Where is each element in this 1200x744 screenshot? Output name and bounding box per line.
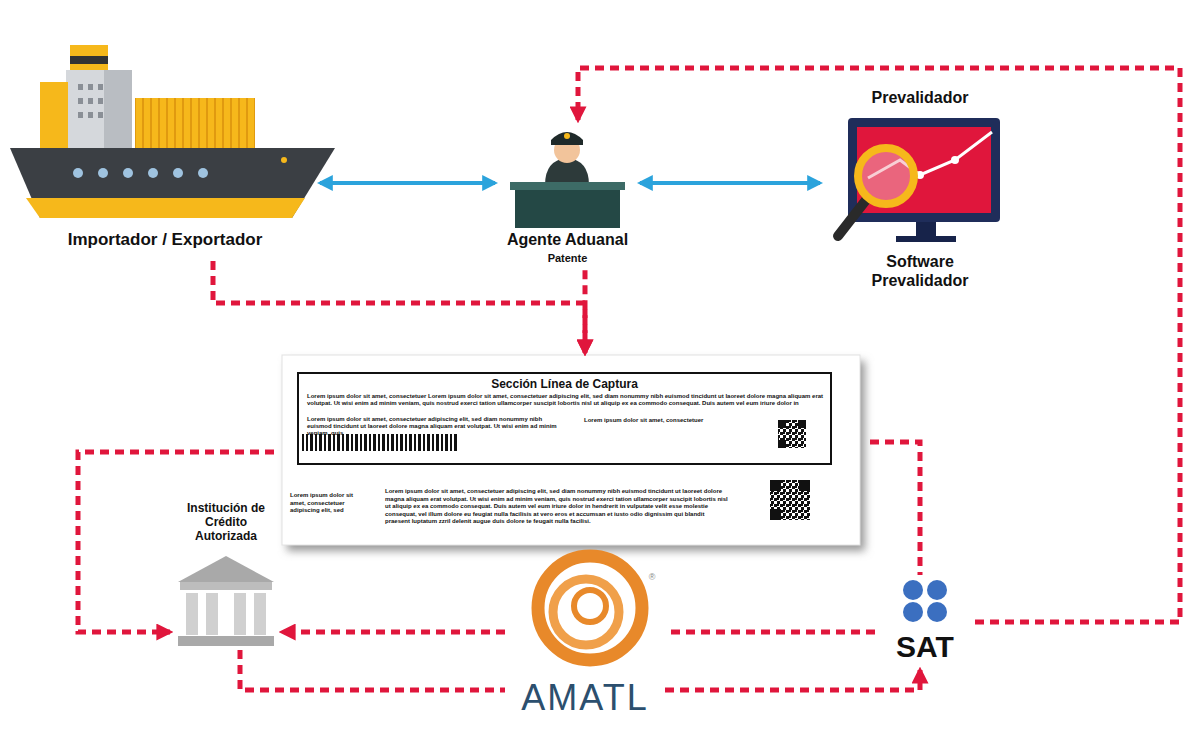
node-label: Institución de Crédito Autorizada: [180, 502, 272, 543]
exchange-arrow: [640, 181, 820, 185]
node-text: Patente: [495, 252, 640, 265]
text-slot: Prevalidador: [820, 88, 1020, 107]
text-slot: Lorem ipsum dolor sit amet, consectetuer…: [385, 488, 730, 526]
text-slot: ®: [645, 572, 659, 583]
node-text: Lorem ipsum dolor sit amet, consectetuer…: [385, 488, 730, 526]
amatl-logo: [538, 556, 642, 660]
ship-illustration: [10, 45, 335, 218]
text-slot: Patente: [495, 252, 640, 265]
capture-line-box: Sección Línea de CapturaLorem ipsum dolo…: [297, 372, 832, 465]
text-slot: Importador / Exportador: [10, 230, 320, 250]
node-label: Importador / Exportador: [10, 230, 320, 250]
actor-node: Importador / Exportador: [10, 40, 320, 255]
text-slot: Lorem ipsum dolor sit amet, consectetuer…: [307, 393, 825, 407]
text-slot: Institución de Crédito Autorizada: [180, 502, 272, 543]
text-slot: Agente Aduanal: [495, 230, 640, 249]
actor-node: Institución de Crédito Autorizada: [170, 498, 282, 648]
monitor-icon: [838, 118, 1000, 242]
node-label: Sección Línea de Captura: [299, 377, 830, 391]
node-text: Software Prevalidador: [860, 252, 980, 290]
sat-logo: [903, 580, 947, 622]
node-text: Lorem ipsum dolor sit amet, consectetuer: [584, 417, 744, 424]
text-slot: Lorem ipsum dolor sit amet, consectetuer…: [290, 492, 360, 515]
node-label: Agente Aduanal: [495, 230, 640, 249]
actor-node: SAT: [875, 575, 975, 668]
node-label: Prevalidador: [820, 88, 1020, 107]
document-paper: [282, 355, 865, 551]
dashed-flow-connector: [665, 670, 920, 690]
actor-node: PrevalidadorSoftware Prevalidador: [820, 86, 1020, 296]
node-label: SAT: [875, 629, 975, 665]
dashed-flow-connector: [78, 452, 274, 632]
node-label: AMATL: [505, 676, 665, 719]
document-node: Lorem ipsum dolor sit amet, consectetuer…: [282, 355, 860, 545]
dashed-flow-connector: [583, 270, 588, 353]
exchange-arrow: [320, 181, 495, 185]
bank-icon: [178, 556, 274, 646]
dashed-flow-connector: [870, 442, 920, 575]
node-text: Lorem ipsum dolor sit amet, consectetuer…: [307, 416, 562, 438]
text-slot: SAT: [875, 629, 975, 665]
text-slot: AMATL: [505, 676, 665, 719]
dashed-flow-connector: [282, 630, 505, 635]
text-slot: Sección Línea de Captura: [299, 377, 830, 391]
text-slot: Lorem ipsum dolor sit amet, consectetuer: [584, 417, 744, 424]
node-text: Lorem ipsum dolor sit amet, consectetuer…: [307, 393, 825, 407]
text-slot: Lorem ipsum dolor sit amet, consectetuer…: [307, 416, 562, 438]
actor-node: AMATL ®: [505, 540, 665, 722]
text-slot: Software Prevalidador: [860, 252, 980, 290]
dashed-flow-connector: [665, 630, 875, 635]
dashed-flow-connector: [578, 68, 1180, 622]
dashed-flow-connector: [240, 650, 505, 690]
node-label: Lorem ipsum dolor sit amet, consectetuer…: [290, 492, 360, 515]
actor-node: Agente AduanalPatente: [495, 120, 640, 268]
dashed-flow-connector: [213, 261, 585, 353]
customs-agent-icon: [510, 132, 625, 228]
node-text: ®: [645, 572, 659, 583]
